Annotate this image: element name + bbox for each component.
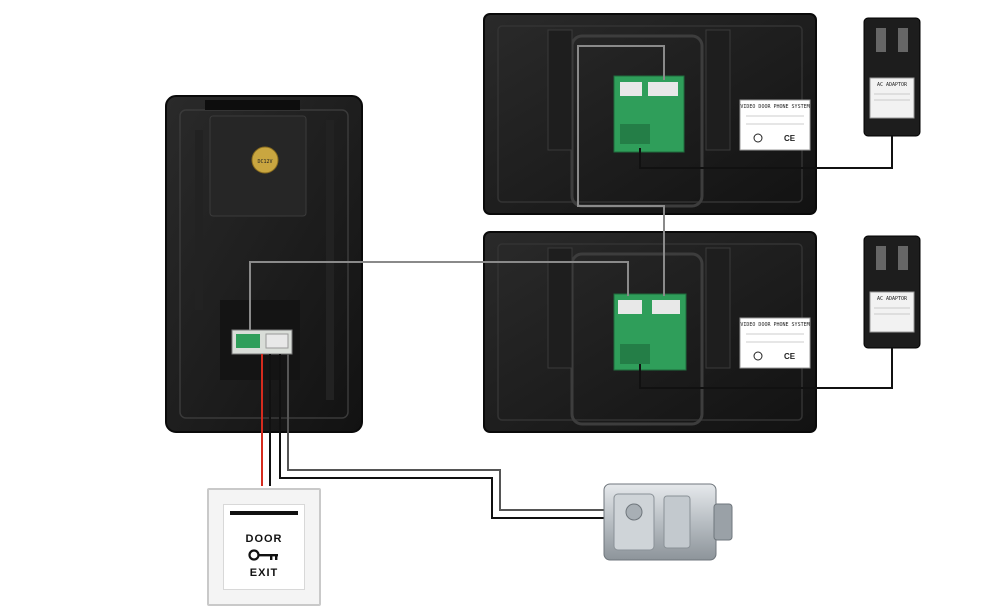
monitor-1-pcb (613, 75, 685, 153)
doorbell-sticker-icon (251, 146, 279, 174)
wire-adaptor-1-power (639, 136, 893, 169)
indoor-monitor-2: VIDEO DOOR PHONE SYSTEM CE (483, 231, 817, 433)
wiring (249, 45, 893, 519)
monitor-2-label: VIDEO DOOR PHONE SYSTEM CE (739, 317, 811, 369)
monitor-2-pcb (613, 293, 687, 371)
monitor-1-ce-icon: CE (784, 134, 796, 143)
svg-text:VIDEO DOOR PHONE SYSTEM: VIDEO DOOR PHONE SYSTEM (740, 104, 809, 110)
monitor-1-label: VIDEO DOOR PHONE SYSTEM CE (739, 99, 811, 151)
wire-adaptor-2-power (639, 348, 893, 389)
camera-connector-board (231, 329, 293, 355)
outdoor-camera-unit: DC12V (165, 95, 363, 433)
exit-button-line2: EXIT (249, 567, 279, 579)
key-icon (248, 549, 278, 561)
wire-lock-1 (279, 354, 606, 519)
monitor-2-symbol-icon (753, 351, 763, 361)
exit-button-line1: DOOR (245, 533, 283, 545)
exit-button-bar (230, 511, 298, 515)
ac-adaptor-1: AC ADAPTOR (863, 17, 921, 137)
wire-monitor-1-to-monitor-2 (577, 45, 665, 296)
wire-camera-to-monitor-2 (249, 261, 629, 330)
indoor-monitor-1: VIDEO DOOR PHONE SYSTEM CE (483, 13, 817, 215)
ac-adaptor-2: AC ADAPTOR (863, 235, 921, 349)
monitor-2-ce-icon: CE (784, 352, 796, 361)
monitor-1-symbol-icon (753, 133, 763, 143)
doorbell-sticker-label: DC12V (257, 159, 272, 165)
adaptor-2-label: AC ADAPTOR (877, 296, 908, 302)
svg-text:VIDEO DOOR PHONE SYSTEM: VIDEO DOOR PHONE SYSTEM (740, 322, 809, 328)
door-exit-button-face: DOOR EXIT (223, 504, 305, 590)
door-exit-button: DOOR EXIT (207, 488, 321, 606)
electric-door-lock (603, 483, 733, 561)
lock-cylinder-icon (625, 503, 643, 521)
wire-lock-2 (287, 354, 606, 511)
adaptor-1-label: AC ADAPTOR (877, 82, 908, 88)
